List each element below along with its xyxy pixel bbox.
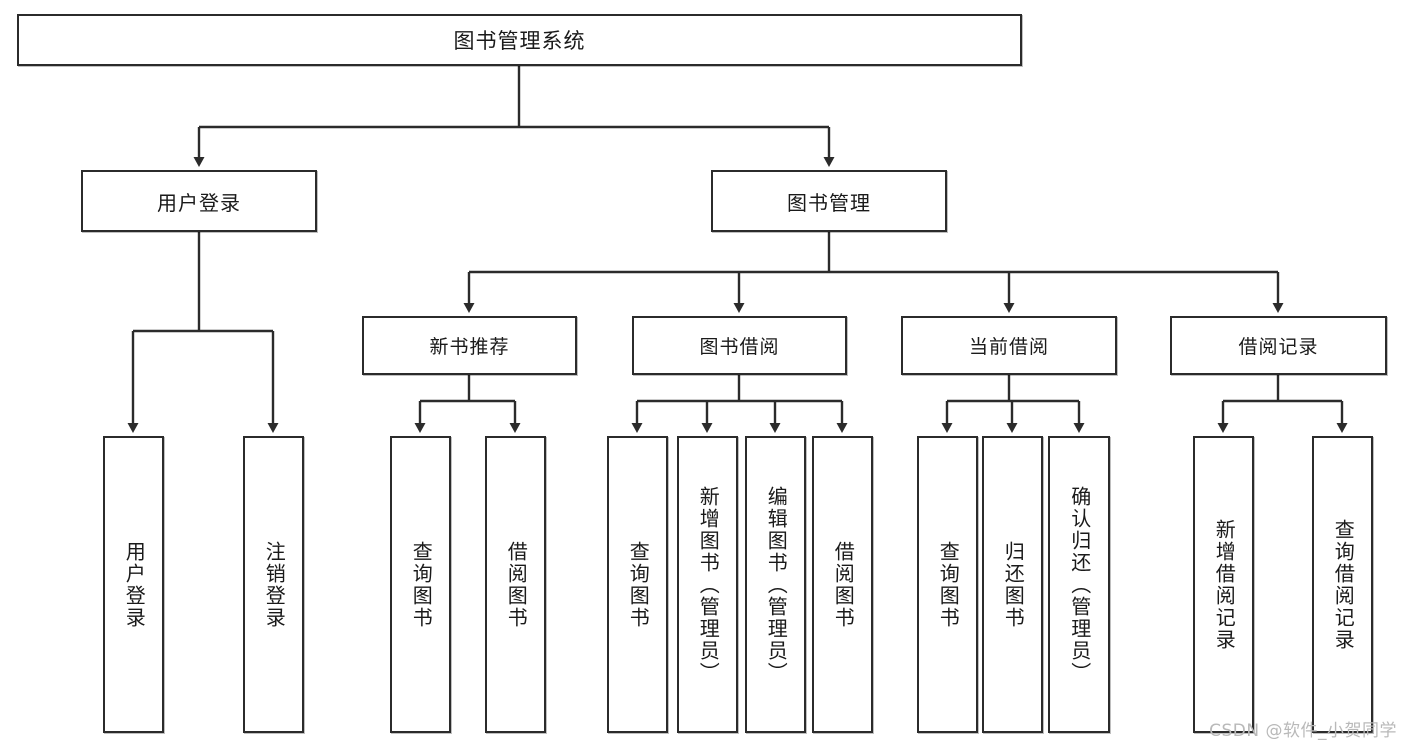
node-level3-new-book-recommend-label: 新书推荐 [429,336,510,358]
node-level3-current-borrow-label: 当前借阅 [968,336,1049,358]
node-leaf-logout-label: 注销登录 [262,540,287,629]
node-leaf-query-book-borrow[interactable]: 查询图书 [607,436,668,733]
node-level2-user-login-label: 用户登录 [157,190,241,215]
node-level3-current-borrow[interactable]: 当前借阅 [901,316,1117,375]
node-level2-user-login[interactable]: 用户登录 [81,170,317,232]
node-level3-book-borrow[interactable]: 图书借阅 [632,316,847,375]
node-leaf-add-book-admin[interactable]: 新增图书（管理员） [677,436,738,733]
node-root-label: 图书管理系统 [453,29,586,53]
node-leaf-borrow-book-label: 借阅图书 [831,540,856,629]
node-root[interactable]: 图书管理系统 [17,14,1022,66]
node-leaf-query-borrow-record-label: 查询借阅记录 [1331,518,1356,651]
node-level2-book-management[interactable]: 图书管理 [711,170,947,232]
node-leaf-user-login-label: 用户登录 [122,540,147,629]
node-leaf-add-book-admin-label: 新增图书（管理员） [696,485,721,684]
node-leaf-edit-book-admin-label: 编辑图书（管理员） [764,485,789,684]
node-leaf-return-book[interactable]: 归还图书 [982,436,1043,733]
node-leaf-confirm-return-admin-label: 确认归还（管理员） [1067,485,1092,684]
node-leaf-add-borrow-record-label: 新增借阅记录 [1212,518,1237,651]
node-leaf-confirm-return-admin[interactable]: 确认归还（管理员） [1048,436,1110,733]
node-level2-book-management-label: 图书管理 [787,190,871,215]
node-leaf-logout[interactable]: 注销登录 [243,436,304,733]
node-leaf-user-login[interactable]: 用户登录 [103,436,164,733]
node-leaf-query-borrow-record[interactable]: 查询借阅记录 [1312,436,1373,733]
node-leaf-query-book-current[interactable]: 查询图书 [917,436,978,733]
node-leaf-query-book-recommend-label: 查询图书 [409,540,434,629]
node-leaf-edit-book-admin[interactable]: 编辑图书（管理员） [745,436,806,733]
node-leaf-query-book-current-label: 查询图书 [936,540,961,629]
node-leaf-return-book-label: 归还图书 [1001,540,1026,629]
node-leaf-query-book-borrow-label: 查询图书 [626,540,651,629]
node-level3-borrow-record-label: 借阅记录 [1238,336,1319,358]
node-leaf-borrow-book-recommend-label: 借阅图书 [504,540,529,629]
node-leaf-borrow-book[interactable]: 借阅图书 [812,436,873,733]
node-level3-new-book-recommend[interactable]: 新书推荐 [362,316,577,375]
node-leaf-borrow-book-recommend[interactable]: 借阅图书 [485,436,546,733]
node-level3-book-borrow-label: 图书借阅 [699,336,780,358]
node-leaf-query-book-recommend[interactable]: 查询图书 [390,436,451,733]
csdn-watermark: CSDN @软件_小贺同学 [1209,721,1397,741]
node-leaf-add-borrow-record[interactable]: 新增借阅记录 [1193,436,1254,733]
node-level3-borrow-record[interactable]: 借阅记录 [1170,316,1387,375]
